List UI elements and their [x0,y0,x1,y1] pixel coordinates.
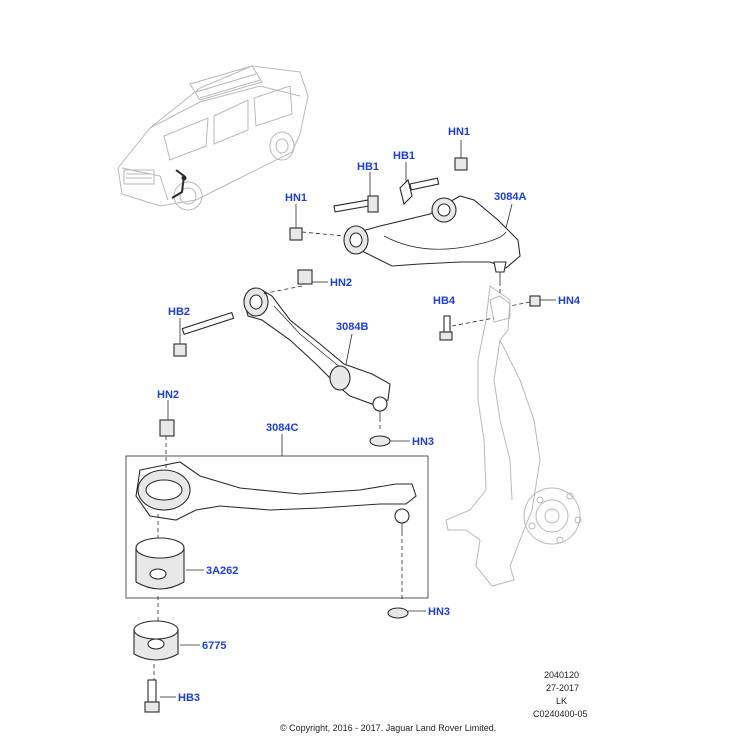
bolt-hb4 [439,315,495,341]
callout-hn3-low: HN3 [428,606,450,618]
callout-hn1-top: HN1 [448,126,470,138]
fastener-hn4 [509,295,556,307]
copyright-notice: © Copyright, 2016 - 2017. Jaguar Land Ro… [280,723,496,733]
callout-hb1-right: HB1 [393,150,415,162]
bolt-hb2 [173,311,235,357]
callout-hn4: HN4 [558,295,581,307]
bush-3a262 [135,537,185,590]
bolt-hb1-right [399,162,440,206]
bolt-hb3 [144,679,160,713]
reference-code-1: 2040120 [544,670,579,680]
callout-3084b: 3084B [336,321,368,333]
reference-date: 27-2017 [546,683,579,693]
callout-hb1-left: HB1 [357,161,379,173]
steering-knuckle-illustration [445,285,582,587]
callout-hn2-low: HN2 [157,389,179,401]
fastener-hn1-left [289,204,345,241]
fastener-hn2-low [159,400,175,470]
fastener-hn2-mid [261,269,328,295]
callout-hn3-mid: HN3 [412,436,434,448]
bolt-hb1-left [333,172,379,213]
callout-3084c: 3084C [266,422,298,434]
lower-control-arm-b [243,287,391,447]
fastener-hn1-top [454,140,468,171]
lower-control-arm-c [125,455,429,619]
upper-control-arm [343,195,521,296]
callout-hb2: HB2 [168,306,190,318]
callout-3084a: 3084A [494,191,526,203]
callout-6775: 6775 [202,640,226,652]
callout-hb4: HB4 [433,295,456,307]
bush-6775 [133,620,179,661]
callout-hn1-left: HN1 [285,192,307,204]
callout-3a262: 3A262 [206,565,238,577]
reference-code-2: C0240400-05 [533,709,588,719]
callout-hb3: HB3 [178,692,200,704]
reference-lk: LK [556,696,567,706]
vehicle-locator-illustration [117,65,309,211]
callout-hn2-mid: HN2 [330,277,352,289]
